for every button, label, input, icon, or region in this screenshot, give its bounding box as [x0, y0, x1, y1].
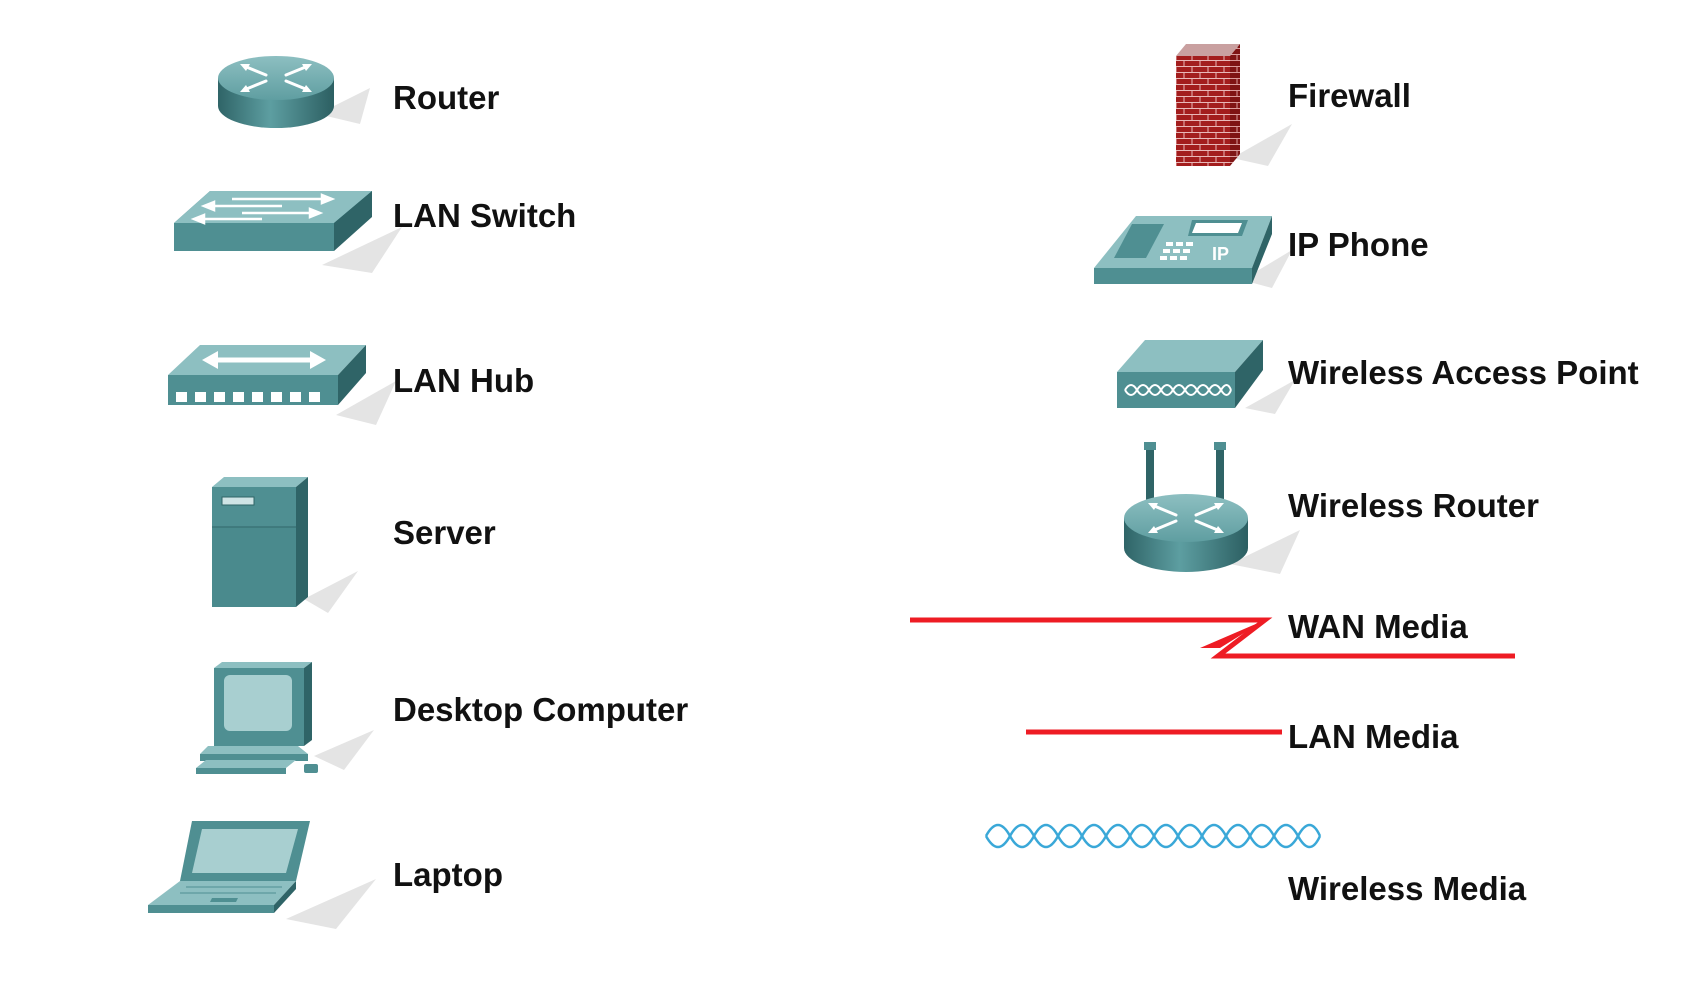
- wireless-access-point-label: Wireless Access Point: [1288, 354, 1639, 391]
- lan-hub-icon: [166, 341, 396, 431]
- lan-switch-icon: [172, 187, 402, 277]
- ip-phone-icon-text: IP: [1212, 244, 1229, 264]
- wireless-access-point-icon: [1115, 338, 1295, 418]
- laptop-icon: [146, 819, 376, 931]
- wan-media-icon: [900, 608, 1520, 668]
- lan-hub-label: LAN Hub: [393, 362, 535, 399]
- lan-media-icon: [1020, 722, 1290, 742]
- router-label: Router: [393, 79, 500, 116]
- desktop-computer-icon: [194, 660, 374, 780]
- server-icon: [208, 475, 358, 617]
- laptop-label: Laptop: [393, 856, 503, 893]
- wireless-media-label: Wireless Media: [1288, 870, 1527, 907]
- wan-media-label: WAN Media: [1288, 608, 1468, 645]
- lan-switch-label: LAN Switch: [393, 197, 577, 234]
- firewall-icon: [1172, 42, 1292, 172]
- wireless-router-icon: [1120, 440, 1300, 580]
- server-label: Server: [393, 514, 496, 551]
- desktop-computer-label: Desktop Computer: [393, 691, 689, 728]
- ip-phone-icon: IP: [1092, 210, 1292, 290]
- ip-phone-label: IP Phone: [1288, 226, 1429, 263]
- lan-media-label: LAN Media: [1288, 718, 1459, 755]
- wireless-media-icon: [980, 812, 1325, 860]
- wireless-router-label: Wireless Router: [1288, 487, 1539, 524]
- firewall-label: Firewall: [1288, 77, 1411, 114]
- router-icon: [210, 44, 370, 140]
